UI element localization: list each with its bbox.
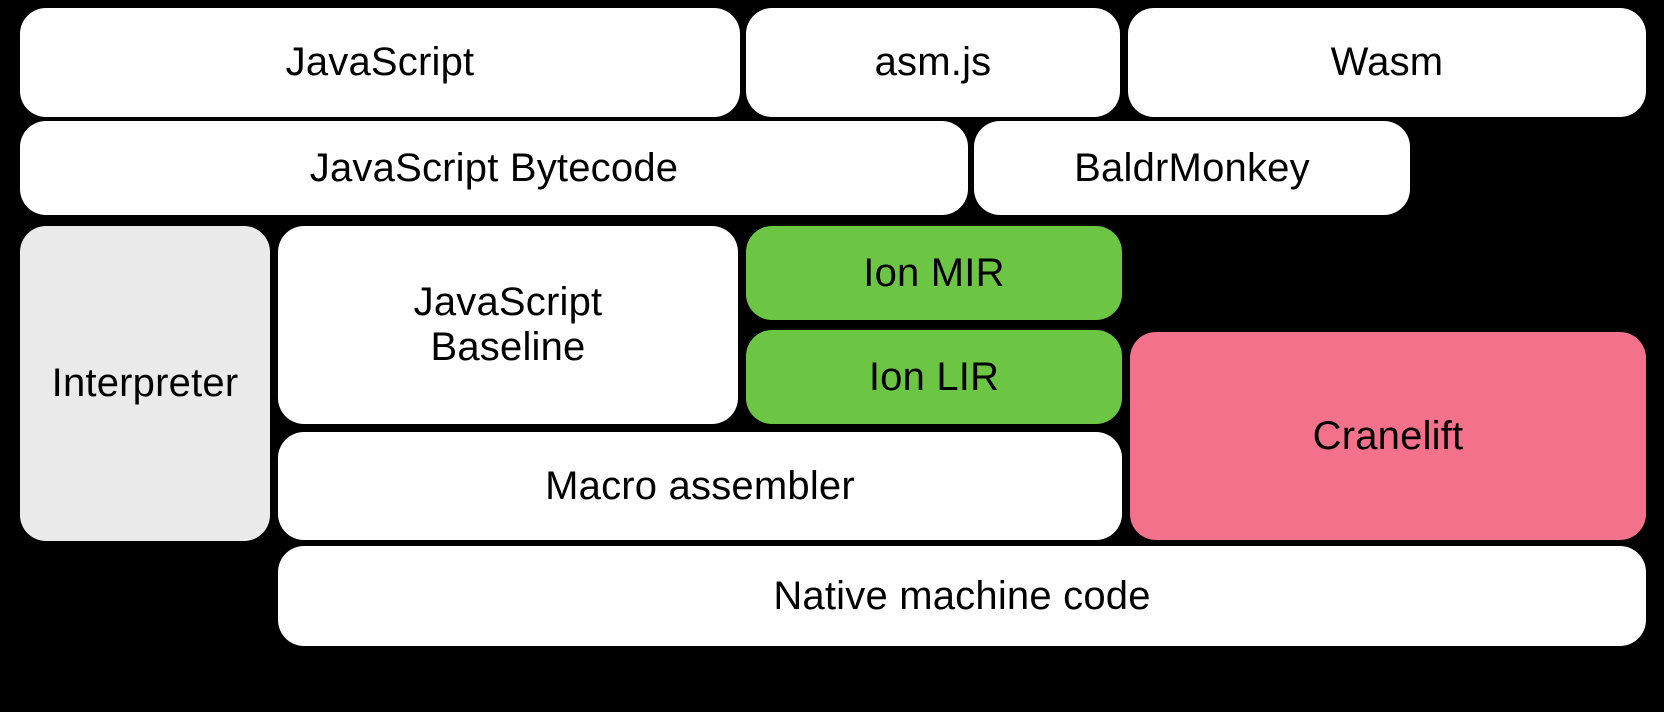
node-javascript-bytecode: JavaScript Bytecode [20,121,968,215]
node-asm-js: asm.js [746,8,1120,117]
node-javascript: JavaScript [20,8,740,117]
node-native-machine-code: Native machine code [278,546,1646,646]
node-baldrmonkey: BaldrMonkey [974,121,1410,215]
node-ion-lir: Ion LIR [746,330,1122,424]
node-macro-assembler: Macro assembler [278,432,1122,540]
node-cranelift: Cranelift [1130,332,1646,540]
node-interpreter: Interpreter [20,226,270,541]
node-wasm: Wasm [1128,8,1646,117]
node-javascript-baseline: JavaScript Baseline [278,226,738,424]
node-ion-mir: Ion MIR [746,226,1122,320]
